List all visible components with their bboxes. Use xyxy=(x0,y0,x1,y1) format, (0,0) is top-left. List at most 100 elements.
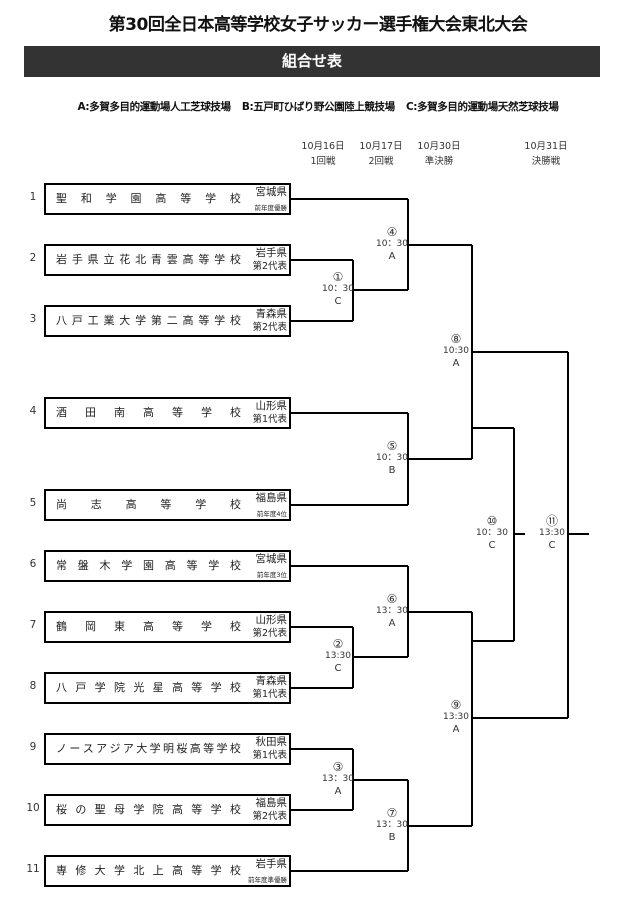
venue-a: A:多賀多目的運動場人工芝球技場 xyxy=(77,101,232,113)
team-qualification-note: 第2代表 xyxy=(252,322,287,333)
team-seed: 4 xyxy=(29,405,37,417)
team-qualification-note: 前年度4位 xyxy=(256,510,287,518)
team-seed: 9 xyxy=(29,741,37,753)
match-venue: C xyxy=(334,296,342,307)
team-entry: 聖和学園高等学校 宮城県前年度優勝 xyxy=(44,183,291,215)
team-name: 八戸工業大学第二高等学校 xyxy=(56,314,241,327)
team-qualification-note: 前年度準優勝 xyxy=(248,876,287,884)
team-qualification-note: 第1代表 xyxy=(252,750,287,761)
team-prefecture: 宮城県 xyxy=(255,186,288,198)
round-date: 10月30日 xyxy=(417,141,461,152)
match-time: 13：30 xyxy=(376,606,408,616)
match-time: 13:30 xyxy=(539,528,565,538)
team-name: 尚志高等学校 xyxy=(56,498,241,511)
round-header-4: 10月31日 決勝戦 xyxy=(511,139,581,169)
team-prefecture: 宮城県 xyxy=(255,553,288,565)
match-venue: C xyxy=(548,540,556,551)
team-name: 酒田南高等学校 xyxy=(56,406,241,419)
round-date: 10月31日 xyxy=(524,141,568,152)
team-entry: 岩手県立花北青雲高等学校 岩手県第2代表 xyxy=(44,244,291,276)
team-entry: 桜の聖母学院高等学校福島県第2代表 xyxy=(44,794,291,826)
team-entry: 八戸工業大学第二高等学校 青森県第2代表 xyxy=(44,305,291,337)
match-time: 13：30 xyxy=(322,774,354,784)
match-num: ⑥ xyxy=(386,592,398,606)
team-prefecture: 山形県 xyxy=(255,400,288,412)
match-venue: A xyxy=(452,358,460,369)
match-time: 13:30 xyxy=(443,712,469,722)
team-seed: 5 xyxy=(29,497,37,509)
match-venue: A xyxy=(452,724,460,735)
team-qualification-note: 第2代表 xyxy=(252,261,287,272)
match-num: ② xyxy=(332,637,344,651)
team-name: 鶴岡東高等学校 xyxy=(56,620,241,633)
team-seed: 8 xyxy=(29,680,37,692)
venue-c: C:多賀多目的運動場天然芝球技場 xyxy=(405,101,559,113)
team-entry: 酒田南高等学校 山形県第1代表 xyxy=(44,397,291,429)
match-time: 13:30 xyxy=(325,651,351,661)
team-qualification-note: 前年度優勝 xyxy=(254,204,288,212)
team-name: 八戸学院光星高等学校 xyxy=(56,681,241,694)
team-name: 岩手県立花北青雲高等学校 xyxy=(56,253,241,266)
match-venue: C xyxy=(334,663,342,674)
team-seed: 1 xyxy=(29,191,37,203)
match-venue: C xyxy=(488,540,496,551)
match-num: ① xyxy=(332,270,344,284)
section-header-bar: 組合せ表 xyxy=(24,46,600,77)
team-seed: 10 xyxy=(26,802,40,814)
team-prefecture: 福島県 xyxy=(255,492,288,504)
team-prefecture: 秋田県 xyxy=(255,736,288,748)
match-num: ⑧ xyxy=(450,332,462,346)
team-entry: 専修大学北上高等学校 岩手県前年度準優勝 xyxy=(44,855,291,887)
match-venue: A xyxy=(334,786,342,797)
match-num: ⑪ xyxy=(545,514,558,528)
team-seed: 6 xyxy=(29,558,37,570)
match-time: 10：30 xyxy=(322,284,354,294)
team-name: 聖和学園高等学校 xyxy=(56,192,241,205)
match-num: ⑤ xyxy=(386,439,398,453)
venue-b: B:五戸町ひばり野公園陸上競技場 xyxy=(241,101,395,113)
team-seed: 3 xyxy=(29,313,37,325)
team-prefecture: 福島県 xyxy=(255,797,288,809)
round-date: 10月16日 xyxy=(301,141,345,152)
match-venue: B xyxy=(388,832,396,843)
team-qualification-note: 第1代表 xyxy=(252,689,287,700)
match-time: 10:30 xyxy=(443,346,469,356)
team-entry: ノースアジア大学明桜高等学校 秋田県第1代表 xyxy=(44,733,291,765)
team-entry: 常盤木学園高等学校宮城県前年度3位 xyxy=(44,550,291,582)
team-name: 常盤木学園高等学校 xyxy=(56,559,241,572)
match-num: ④ xyxy=(386,225,398,239)
section-title: 組合せ表 xyxy=(281,52,342,70)
round-name: 準決勝 xyxy=(424,156,454,167)
team-prefecture: 岩手県 xyxy=(255,858,288,870)
match-time: 10：30 xyxy=(376,453,408,463)
round-header-3: 10月30日 準決勝 xyxy=(404,139,474,169)
match-num: ⑨ xyxy=(450,698,462,712)
team-seed: 11 xyxy=(26,863,40,875)
team-name: ノースアジア大学明桜高等学校 xyxy=(56,742,241,755)
team-qualification-note: 第2代表 xyxy=(252,628,287,639)
round-header-1: 10月16日 1回戦 xyxy=(288,139,358,169)
team-name: 桜の聖母学院高等学校 xyxy=(56,803,241,816)
team-qualification-note: 第1代表 xyxy=(252,414,287,425)
team-prefecture: 青森県 xyxy=(255,308,288,320)
match-venue: B xyxy=(388,465,396,476)
team-prefecture: 岩手県 xyxy=(255,247,288,259)
match-num: ⑦ xyxy=(386,806,398,820)
team-name: 専修大学北上高等学校 xyxy=(56,864,241,877)
round-name: 1回戦 xyxy=(310,156,336,167)
match-time: 10：30 xyxy=(476,528,508,538)
match-venue: A xyxy=(388,251,396,262)
team-entry: 尚志高等学校 福島県前年度4位 xyxy=(44,489,291,521)
